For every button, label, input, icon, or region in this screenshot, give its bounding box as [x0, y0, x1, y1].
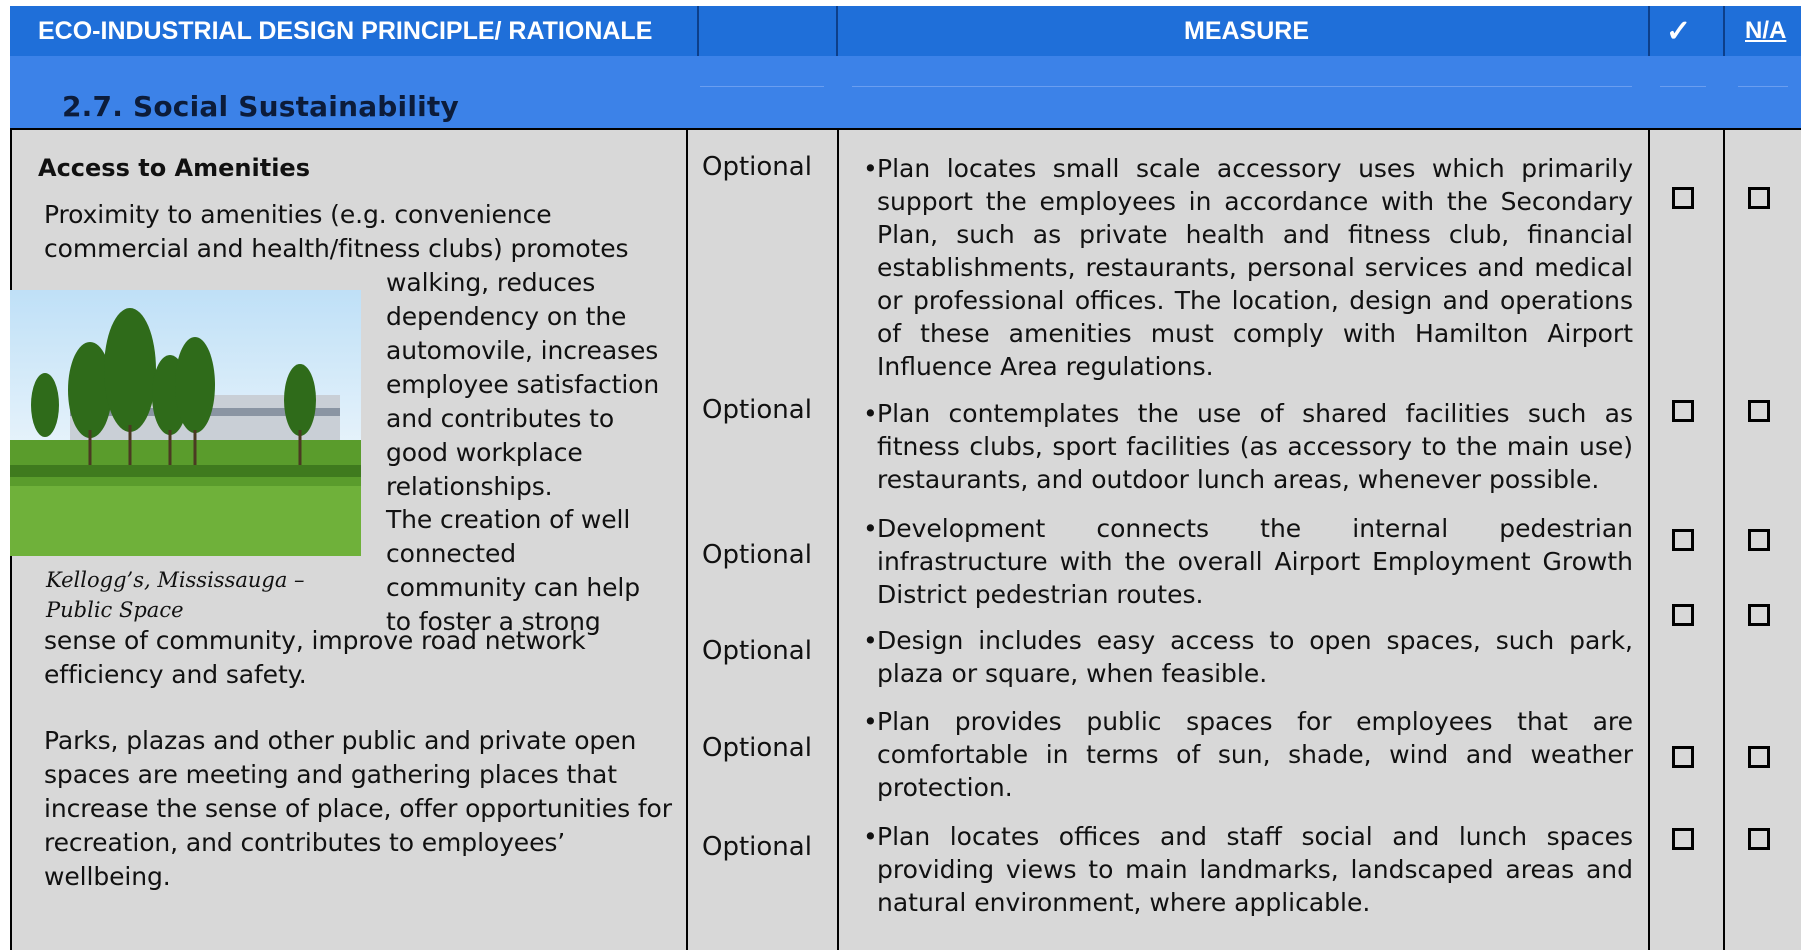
divider [1738, 86, 1788, 87]
measure-text: • Plan contemplates the use of shared fa… [863, 399, 1633, 494]
divider [1723, 130, 1725, 950]
measure-text: • Plan provides public spaces for employ… [863, 707, 1633, 802]
bullet: • [863, 822, 878, 851]
principle-wrap-8: The creation of well [386, 505, 631, 534]
measure-text: • Plan locates offices and staff social … [863, 822, 1633, 917]
checkbox-yes[interactable] [1672, 746, 1694, 768]
checkbox-na[interactable] [1748, 400, 1770, 422]
caption-line: Kellogg’s, Mississauga – [46, 568, 305, 592]
measure-status: Optional [702, 832, 812, 862]
divider [1660, 86, 1706, 87]
measure-text: • Plan locates small scale accessory use… [863, 154, 1633, 381]
kellogg-photo [10, 290, 361, 556]
checkbox-yes[interactable] [1672, 187, 1694, 209]
divider [1648, 130, 1650, 950]
measure-status: Optional [702, 636, 812, 666]
measure-status: Optional [702, 395, 812, 425]
principle-wrap-3: automovile, increases [386, 336, 659, 365]
divider [837, 130, 839, 950]
header-principle: ECO-INDUSTRIAL DESIGN PRINCIPLE/ RATIONA… [38, 16, 653, 45]
section-band [10, 56, 1801, 130]
caption-line: Public Space [46, 598, 184, 622]
checkbox-yes[interactable] [1672, 828, 1694, 850]
bullet: • [863, 154, 878, 183]
principle-wrap-6: good workplace [386, 438, 583, 467]
divider [700, 86, 824, 87]
checkbox-yes[interactable] [1672, 529, 1694, 551]
checkbox-yes[interactable] [1672, 604, 1694, 626]
checkbox-na[interactable] [1748, 746, 1770, 768]
principle-wrap-2: dependency on the [386, 302, 627, 331]
measure-text: • Development connects the internal pede… [863, 514, 1633, 609]
photo-caption: Kellogg’s, Mississauga – Public Space [46, 565, 305, 625]
principle-wrap-10: community can help [386, 573, 641, 602]
checkbox-na[interactable] [1748, 529, 1770, 551]
divider [10, 128, 1801, 130]
measure-status: Optional [702, 540, 812, 570]
section-title: 2.7. Social Sustainability [62, 90, 459, 123]
measure-status: Optional [702, 152, 812, 182]
principle-wrap-9: connected [386, 539, 517, 568]
checkbox-na[interactable] [1748, 187, 1770, 209]
principle-para2: Parks, plazas and other public and priva… [44, 726, 672, 891]
checkmark-icon: ✓ [1666, 14, 1692, 48]
bullet: • [863, 399, 878, 428]
principle-wrap-5: and contributes to [386, 404, 615, 433]
measure-status: Optional [702, 733, 812, 763]
principle-after: sense of community, improve road network… [44, 626, 586, 689]
header-na: N/A [1745, 17, 1787, 44]
checkbox-na[interactable] [1748, 604, 1770, 626]
measure-text: • Design includes easy access to open sp… [863, 626, 1633, 688]
bullet: • [863, 514, 878, 543]
table-header: ECO-INDUSTRIAL DESIGN PRINCIPLE/ RATIONA… [10, 6, 1801, 56]
checkbox-na[interactable] [1748, 828, 1770, 850]
divider [686, 130, 688, 950]
principle-wrap-11: to foster a strong [386, 607, 601, 636]
principle-wrap-7: relationships. [386, 472, 553, 501]
principle-heading: Access to Amenities [38, 154, 310, 182]
principle-wrap-1: walking, reduces [386, 268, 596, 297]
checkbox-yes[interactable] [1672, 400, 1694, 422]
principle-intro: Proximity to amenities (e.g. convenience… [44, 200, 629, 263]
header-measure: MEASURE [1184, 16, 1310, 45]
bullet: • [863, 707, 878, 736]
divider [852, 86, 1632, 87]
bullet: • [863, 626, 878, 655]
principle-wrap-4: employee satisfaction [386, 370, 660, 399]
